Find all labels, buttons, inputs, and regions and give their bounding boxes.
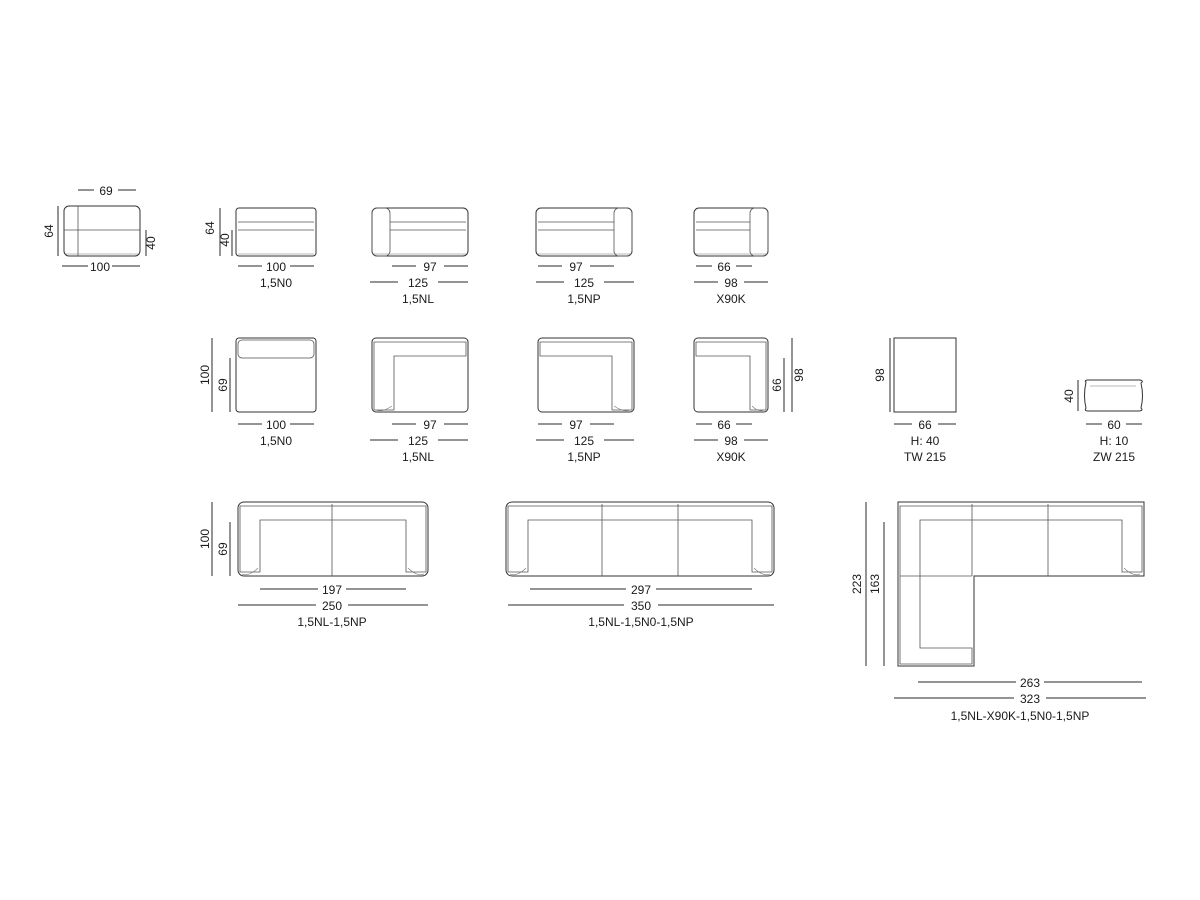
dim-w2: 125 [574, 434, 594, 448]
dim-left-inner: 69 [216, 542, 230, 556]
module-code: 1,5NL [402, 450, 434, 464]
dim-width: 66 [918, 418, 932, 432]
dim-w2: 250 [322, 599, 342, 613]
module-code: 1,5N0 [260, 434, 292, 448]
dim-top-width: 69 [99, 184, 113, 198]
assembly-code: 1,5NL-1,5N0-1,5NP [588, 615, 693, 629]
dim-left-height: 64 [42, 224, 56, 238]
dim-w1: 66 [717, 418, 731, 432]
dim-w2: 125 [408, 276, 428, 290]
dim-depth: 98 [873, 368, 887, 382]
dim-w2: 98 [724, 434, 738, 448]
sofa-corner-top: 223 163 263 323 1,5NL-X90K-1,5N0-1,5NP [850, 501, 1146, 723]
assembly-code: 1,5NL-1,5NP [297, 615, 366, 629]
dim-w2: 98 [724, 276, 738, 290]
dim-width: 100 [266, 260, 286, 274]
assembly-code: 1,5NL-X90K-1,5N0-1,5NP [951, 709, 1090, 723]
module-1-5np-top: 97 125 1,5NP [536, 337, 635, 464]
module-1-5n0-top: 100 69 100 1,5N0 [198, 337, 317, 448]
dim-left-inner: 40 [218, 233, 232, 247]
dim-left-inner: 163 [868, 574, 882, 594]
sofa-2-seat-top: 100 69 197 250 1,5NL-1,5NP [198, 501, 429, 629]
cushion-code: ZW 215 [1093, 450, 1135, 464]
dim-w1: 197 [322, 583, 342, 597]
dim-left-outer: 223 [850, 574, 864, 594]
dim-w1: 263 [1020, 676, 1040, 690]
dim-left-outer: 100 [198, 365, 212, 385]
table-height: H: 40 [911, 434, 940, 448]
dim-w1: 97 [423, 260, 437, 274]
cushion-height: H: 10 [1100, 434, 1129, 448]
module-code: X90K [716, 292, 745, 306]
dim-w1: 66 [717, 260, 731, 274]
dim-w1: 97 [569, 418, 583, 432]
cushion-zw215-side: 40 60 H: 10 ZW 215 [1062, 379, 1143, 464]
standalone-side-view: 69 64 40 100 [42, 184, 158, 274]
dim-w2: 350 [631, 599, 651, 613]
module-code: 1,5NL [402, 292, 434, 306]
module-x90k-front: 66 98 X90K [693, 207, 769, 306]
dim-left-outer: 64 [203, 221, 217, 235]
dim-w2: 125 [574, 276, 594, 290]
dim-w1: 97 [569, 260, 583, 274]
table-code: TW 215 [904, 450, 946, 464]
module-1-5nl-top: 97 125 1,5NL [370, 337, 469, 464]
module-code: X90K [716, 450, 745, 464]
dim-w1: 297 [631, 583, 651, 597]
module-1-5nl-front: 97 125 1,5NL [370, 207, 469, 306]
dim-w2: 125 [408, 434, 428, 448]
dim-w2: 323 [1020, 692, 1040, 706]
module-code: 1,5NP [567, 292, 600, 306]
dim-left-inner: 69 [216, 378, 230, 392]
module-code: 1,5N0 [260, 276, 292, 290]
dim-w1: 97 [423, 418, 437, 432]
sofa-3-seat-top: 297 350 1,5NL-1,5N0-1,5NP [505, 501, 775, 629]
dim-bottom-width: 100 [90, 260, 110, 274]
dim-right-outer: 98 [792, 368, 806, 382]
module-1-5n0-front: 64 40 100 1,5N0 [203, 207, 317, 290]
dim-left-outer: 100 [198, 529, 212, 549]
table-tw215-top: 98 66 H: 40 TW 215 [873, 337, 957, 464]
module-1-5np-front: 97 125 1,5NP [535, 207, 634, 306]
dim-right-inner: 66 [770, 378, 784, 392]
dim-width: 100 [266, 418, 286, 432]
module-x90k-top: 66 98 66 98 X90K [693, 337, 806, 464]
dim-width: 60 [1107, 418, 1121, 432]
dim-depth: 40 [1062, 389, 1076, 403]
module-code: 1,5NP [567, 450, 600, 464]
dim-right-height: 40 [144, 236, 158, 250]
